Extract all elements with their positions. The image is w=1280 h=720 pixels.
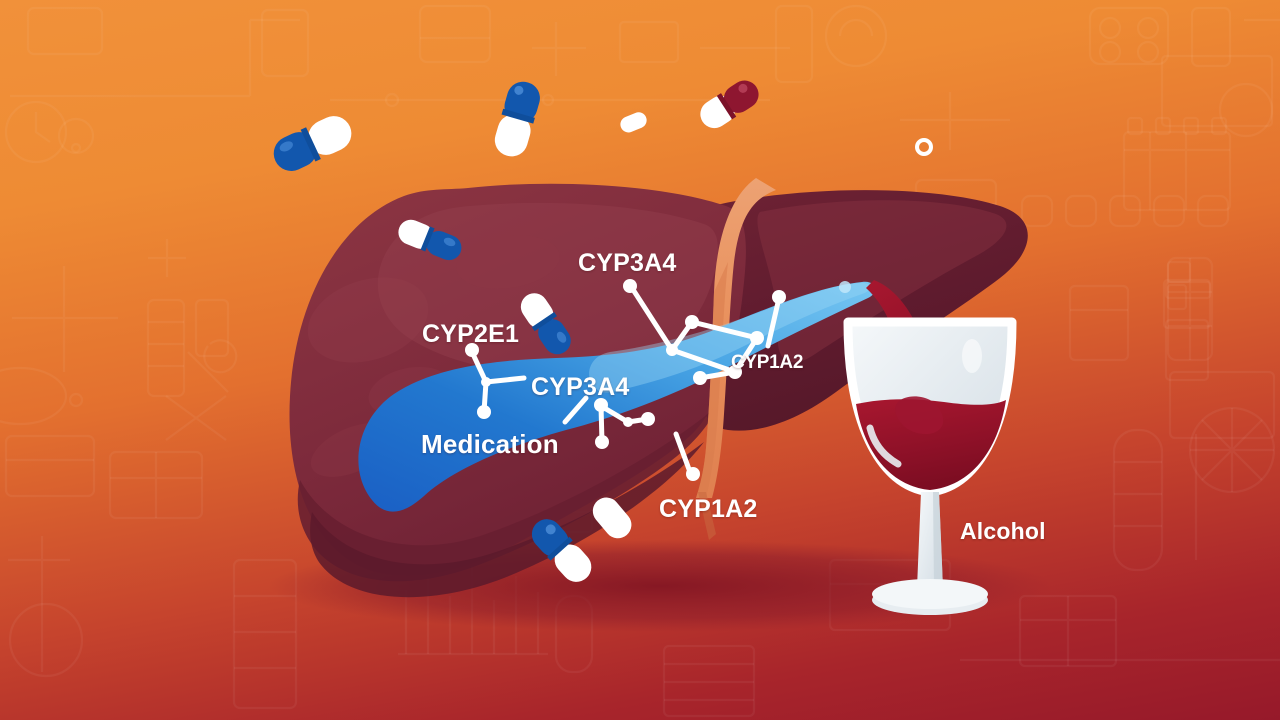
molecule-link-cyp1a2	[673, 431, 693, 475]
molecule-link-cyp1a-right	[765, 295, 782, 349]
capsule-white-blue-on-liver	[398, 219, 462, 261]
label-cyp3a4-top: CYP3A4	[578, 249, 677, 277]
capsule-maroon-white	[700, 80, 759, 129]
liver-right-lobe	[698, 190, 1028, 431]
stream-body	[358, 281, 876, 512]
stream-sheen	[589, 282, 871, 393]
molecule-link-cyp3a4-top	[629, 285, 675, 353]
glass-wine-highlight	[866, 424, 902, 468]
liver-texture-blob-1	[307, 277, 429, 363]
glass-wine-splash	[895, 396, 944, 435]
node-cyp2e1	[465, 343, 479, 357]
label-cyp1a2: CYP1A2	[659, 495, 758, 523]
node-quad-tail	[693, 371, 707, 385]
liver-texture-blob-3	[456, 235, 560, 289]
molecule-nodes	[465, 279, 786, 481]
bile-duct-shade	[696, 262, 728, 498]
stream-bubble	[839, 281, 851, 293]
label-cyp2e1: CYP2E1	[422, 320, 520, 348]
node-quad-b	[750, 331, 764, 345]
label-medication: Medication	[421, 429, 559, 459]
capsule-blue-white-lower	[531, 519, 592, 582]
capsule-white-blue-center	[520, 293, 571, 355]
wine-glass	[843, 317, 1017, 615]
molecule-link-cyp3a4-mid	[562, 395, 589, 425]
node-cyp3a4-mid	[594, 398, 608, 412]
capsule-blue-white-upper-left	[273, 116, 352, 171]
label-alcohol: Alcohol	[960, 518, 1046, 544]
node-y-base	[481, 377, 491, 387]
node-chain-mid-c	[641, 412, 655, 426]
capsule-blue-white-vertical	[494, 81, 540, 157]
glass-base-top	[872, 579, 988, 609]
glass-stem-shade	[933, 492, 943, 588]
node-quad-d	[666, 344, 678, 356]
bile-duct	[696, 178, 776, 540]
medication-flow-stream	[358, 281, 876, 512]
molecule-link-cyp2e1	[469, 349, 489, 385]
pill-group	[273, 80, 933, 582]
node-chain-mid-b	[623, 417, 633, 427]
tablet-white-lower	[592, 497, 632, 539]
node-y-arm	[477, 405, 491, 419]
ring-dot-white	[915, 138, 933, 156]
node-cyp3a4-top	[623, 279, 637, 293]
node-cyp1a2	[686, 467, 700, 481]
label-cyp1a-right: CYP1A2	[731, 352, 804, 373]
label-cyp3a4-mid: CYP3A4	[531, 373, 630, 401]
liver-bottom-rim-2	[310, 442, 704, 598]
node-quad-c	[728, 365, 742, 379]
bile-duct-tail	[698, 492, 716, 540]
node-cyp1a-right	[772, 290, 786, 304]
tablet-white-small	[620, 112, 647, 133]
node-chain-mid-a	[595, 435, 609, 449]
glass-wine-fill	[856, 399, 1006, 490]
liver-left-highlight	[377, 202, 718, 374]
liver-right-highlight	[757, 200, 1007, 363]
glass-highlight	[962, 339, 982, 373]
node-quad-a	[685, 315, 699, 329]
